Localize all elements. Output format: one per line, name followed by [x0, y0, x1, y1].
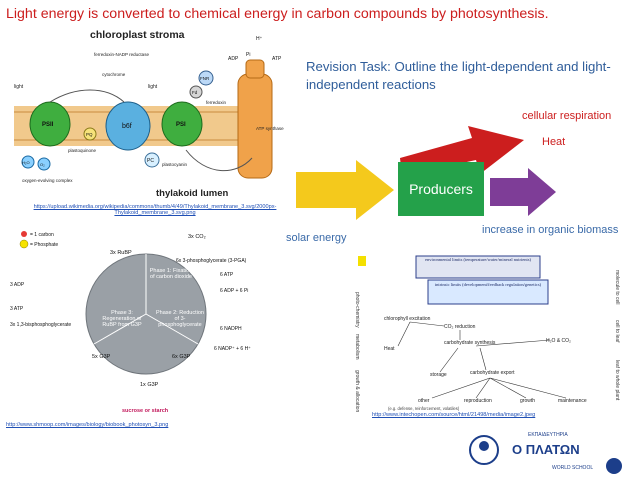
pi-label: Pi: [246, 52, 250, 58]
bpg-label: 3x 1,3-bisphosphoglycerate: [10, 322, 71, 328]
calvin-source-link[interactable]: http://www.shmoop.com/images/biology/bio…: [6, 422, 169, 428]
other-detail-node: (e.g. defense, reinforcement, volatiles): [388, 406, 460, 411]
b6f-complex: [105, 101, 151, 151]
adp-label: ADP: [228, 56, 239, 62]
logo-line-3: WORLD SCHOOL: [552, 465, 593, 471]
solar-energy-arrow: [296, 160, 394, 220]
pq-label: PQ: [86, 132, 93, 137]
flow-arrows: [397, 321, 567, 399]
light-label-1: light: [14, 84, 24, 90]
lumen-label: thylakoid lumen: [156, 188, 229, 199]
ferredoxin-label: ferredoxin: [206, 100, 227, 105]
h2o-molecule: [21, 155, 35, 169]
biomass-arrow: [490, 168, 556, 216]
fnr-label: FNR: [200, 76, 210, 81]
o2-label: O₂: [40, 162, 45, 167]
solar-energy-label: solar energy: [286, 232, 347, 244]
growth-node: growth: [520, 398, 535, 404]
electron-flow-arrow: [49, 89, 125, 103]
h-plus-label: H⁺: [256, 36, 263, 42]
atp-out-label: 6 ATP: [220, 272, 234, 278]
pq-molecule: [83, 127, 97, 141]
b6f-label: b6f: [122, 123, 132, 130]
oxygen-complex-label: oxygen-evolving complex: [22, 178, 73, 183]
h2o-co2-node: H₂O & CO₂: [546, 338, 571, 344]
sucrose-label: sucrose or starch: [122, 408, 169, 414]
fnr-reductase-label: ferredoxin-NADP reductase: [94, 52, 149, 57]
light-label-2: light: [148, 84, 158, 90]
left-label-metabolism: metabolism: [354, 334, 360, 360]
carbon-legend: = 1 carbon: [30, 232, 54, 238]
thylakoid-figure: chloroplast stroma thylakoid lumen light…: [6, 26, 298, 204]
g3p5-label: 5x G3P: [92, 354, 111, 360]
logo-line-1: ΕΚΠΑΙΔΕΥΤΗΡΙΑ: [528, 432, 568, 438]
phase2-label: Phase 2: Reduction of 3-phosphoglycerate: [155, 310, 204, 328]
nadph-label: 6 NADPH: [220, 326, 242, 332]
stroma-label: chloroplast stroma: [90, 29, 185, 41]
atp-label: ATP: [272, 56, 282, 62]
reproduction-node: reproduction: [464, 398, 492, 404]
atp-synthase-label: ATP synthase: [256, 126, 284, 131]
excitation-node: chlorophyll excitation: [384, 316, 431, 322]
pc-molecule: [144, 152, 160, 168]
atp-left-label: 3 ATP: [10, 306, 24, 312]
calvin-cycle-figure: = 1 carbon = Phosphate Phase 1: Fixation…: [6, 228, 286, 418]
carbohydrate-export-node: carbohydrate export: [470, 370, 515, 376]
right-label-leaf: leaf to whole plant: [614, 360, 620, 401]
intrinsic-limits-text: intrinsic limits (development/feedback r…: [434, 282, 542, 287]
heat-node: Heat: [384, 346, 395, 352]
h2o-label: H₂O: [22, 160, 30, 165]
fd-molecule: [189, 85, 203, 99]
growth-figure: environmental limits (temperature/water/…: [340, 250, 630, 416]
proton-flow-arrow: [185, 149, 253, 171]
plastocyanin-label: plastocyanin: [162, 162, 188, 167]
logo-crest-icon: [469, 435, 499, 465]
adp-left-label: 3 ADP: [10, 282, 25, 288]
psi-complex: [161, 101, 203, 147]
phosphate-legend: = Phosphate: [30, 242, 58, 248]
revision-task: Revision Task: Outline the light-depende…: [306, 59, 611, 92]
environmental-limits-text: environmental limits (temperature/water/…: [424, 257, 532, 262]
environmental-limits-box: [415, 255, 541, 279]
left-label-growth: growth & allocation: [354, 370, 360, 412]
g3p6-label: 6x G3P: [172, 354, 191, 360]
school-logo: ΕΚΠΑΙΔΕΥΤΗΡΙΑ Ο ΠΛΑΤΩΝ WORLD SCHOOL: [468, 424, 630, 476]
producers-box: Producers: [398, 162, 484, 216]
left-label-photochemistry: photo-chemistry: [354, 292, 360, 328]
logo-line-2: Ο ΠΛΑΤΩΝ: [512, 442, 580, 457]
rubp-label: 3x RuBP: [110, 250, 132, 256]
star-marker: [358, 256, 366, 266]
heat-label: Heat: [542, 136, 566, 148]
intrinsic-limits-box: [427, 279, 549, 305]
phase1-label: Phase 1: Fixation of carbon dioxide: [149, 268, 193, 280]
phase3-label: Phase 3: Regeneration of RuBP from G3P: [102, 310, 142, 328]
fnr-molecule: [198, 70, 214, 86]
cellular-respiration-label: cellular respiration: [522, 110, 612, 122]
other-node: other: [418, 398, 430, 404]
cytochrome-label: cytochrome: [102, 72, 126, 77]
co2-label: 3x CO₂: [188, 234, 206, 240]
logo-badge-icon: [606, 458, 622, 474]
co2-reduction-node: CO₂ reduction: [444, 324, 476, 330]
psii-label: PSII: [42, 122, 54, 128]
pga-label: 6x 3-phosphoglycerate (3-PGA): [176, 258, 247, 264]
right-label-cell: cell to leaf: [614, 320, 620, 343]
pc-label: PC: [147, 158, 154, 164]
thylakoid-source-link[interactable]: https://upload.wikimedia.org/wikipedia/c…: [33, 204, 277, 216]
right-label-molecule: molecule to cell: [614, 270, 620, 304]
o2-molecule: [37, 157, 51, 171]
slide-title: Light energy is converted to chemical en…: [6, 6, 549, 22]
g3p1-label: 1x G3P: [140, 382, 159, 388]
nadp-label: 6 NADP⁺ + 6 H⁺: [214, 346, 251, 352]
psi-label: PSI: [176, 122, 186, 128]
growth-source-link[interactable]: http://www.intechopen.com/source/html/21…: [372, 412, 536, 418]
fd-label: Fd: [192, 90, 198, 95]
maintenance-node: maintenance: [558, 398, 587, 404]
plastoquinone-label: plastoquinone: [68, 148, 97, 153]
storage-node: storage: [430, 372, 447, 378]
carbohydrate-synthesis-node: carbohydrate synthesis: [444, 340, 496, 346]
increase-biomass-label: increase in organic biomass: [482, 224, 619, 236]
adp-in-label: 6 ADP + 6 Pi: [220, 288, 248, 294]
